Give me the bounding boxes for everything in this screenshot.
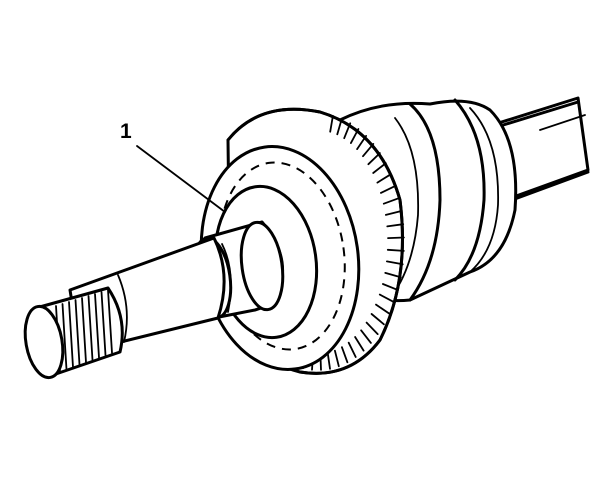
callout-leader-line [136,145,226,213]
splined-end [23,286,124,380]
gear-teeth [293,115,405,371]
callout-label: 1 [120,120,132,143]
